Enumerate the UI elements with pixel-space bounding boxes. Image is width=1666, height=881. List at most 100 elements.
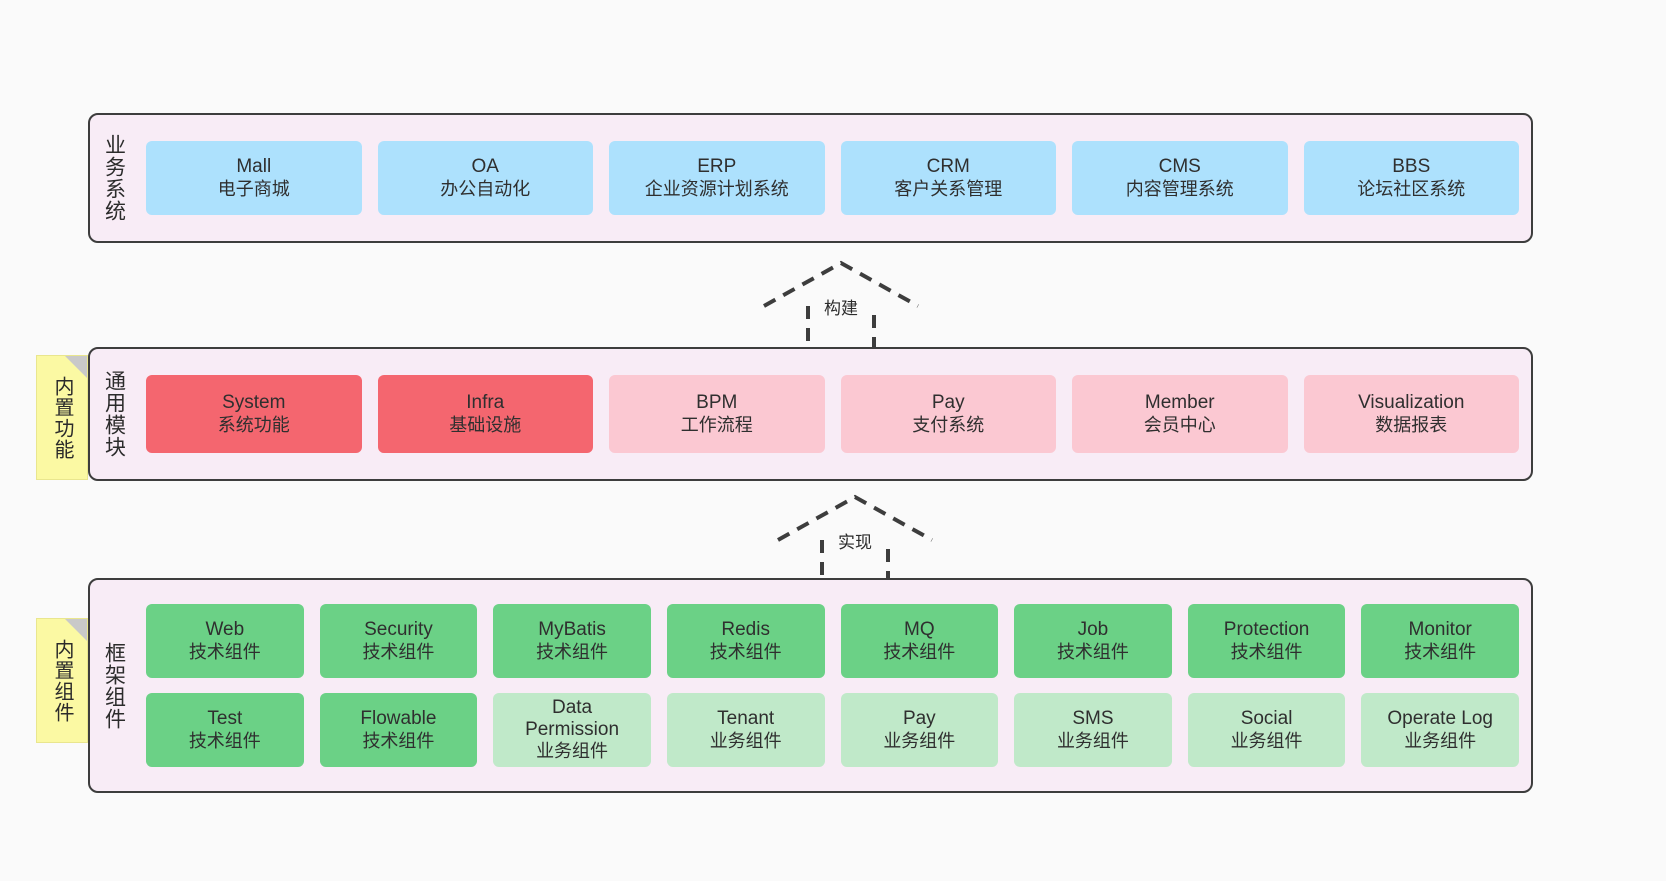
connector-build: 构建 (756, 258, 926, 358)
module-card-system-name: System (222, 392, 286, 414)
component-card-sms-desc: 业务组件 (1056, 730, 1129, 751)
component-card-social-name: Social (1240, 708, 1293, 730)
builtin-function-note-label: 内置功能 (51, 375, 73, 460)
business-card-crm-name: CRM (926, 156, 970, 178)
component-card-redis-name: Redis (721, 619, 770, 641)
module-card-pay-name: Pay (931, 392, 965, 414)
business-card-erp-desc: 企业资源计划系统 (644, 178, 789, 199)
builtin-component-note-label: 内置组件 (51, 638, 73, 723)
component-card-sms-name: SMS (1072, 708, 1114, 730)
component-card-mq-name: MQ (904, 619, 935, 641)
component-card-web-name: Web (205, 619, 245, 641)
module-card-infra-desc: 基础设施 (449, 414, 522, 435)
component-card-job-desc: 技术组件 (1056, 641, 1129, 662)
module-card-visualization-desc: 数据报表 (1375, 414, 1448, 435)
builtin-function-note: 内置功能 (36, 355, 88, 480)
build-arrow-shaft (806, 306, 876, 352)
business-card-bbs-desc: 论坛社区系统 (1357, 178, 1466, 199)
component-card-monitor-name: Monitor (1408, 619, 1472, 641)
business-card-crm-desc: 客户关系管理 (894, 178, 1003, 199)
business-card-erp-name: ERP (697, 156, 737, 178)
component-card-social-desc: 业务组件 (1230, 730, 1303, 751)
module-card-member-desc: 会员中心 (1143, 414, 1216, 435)
module-card-bpm-name: BPM (696, 392, 738, 414)
component-card-mybatis-desc: 技术组件 (536, 641, 609, 662)
component-card-flowable-desc: 技术组件 (362, 730, 435, 751)
component-card-protection-name: Protection (1223, 619, 1310, 641)
business-card-cms-desc: 内容管理系统 (1125, 178, 1234, 199)
component-card-tenant-name: Tenant (717, 708, 775, 730)
component-card-test-desc: 技术组件 (188, 730, 261, 751)
module-card-visualization-name: Visualization (1358, 392, 1465, 414)
component-card-pay-desc: 业务组件 (883, 730, 956, 751)
connector-implement: 实现 (770, 492, 940, 592)
component-card-pay-name: Pay (902, 708, 936, 730)
common-module-layer-title: 通用模块 (102, 370, 126, 458)
module-card-infra-name: Infra (466, 392, 505, 414)
business-card-cms-name: CMS (1158, 156, 1201, 178)
component-card-mybatis-name: MyBatis (538, 619, 606, 641)
module-card-system-desc: 系统功能 (217, 414, 290, 435)
business-card-bbs-name: BBS (1392, 156, 1431, 178)
implement-arrow-head (777, 494, 933, 542)
business-card-mall-name: Mall (236, 156, 272, 178)
framework-component-layer-title: 框架组件 (102, 641, 126, 730)
component-card-flowable-name: Flowable (360, 708, 437, 730)
business-card-oa-name: OA (471, 156, 499, 178)
component-card-test-name: Test (207, 708, 243, 730)
component-card-security-name: Security (364, 619, 433, 641)
module-card-pay-desc: 支付系统 (912, 414, 985, 435)
component-card-mq-desc: 技术组件 (883, 641, 956, 662)
business-card-oa-desc: 办公自动化 (440, 178, 531, 199)
component-card-tenant-desc: 业务组件 (709, 730, 782, 751)
component-card-monitor-desc: 技术组件 (1404, 641, 1477, 662)
business-system-layer-title: 业务系统 (102, 134, 126, 222)
component-card-protection-desc: 技术组件 (1230, 641, 1303, 662)
component-card-operate-log-name: Operate Log (1387, 708, 1493, 730)
component-card-data-permission-name: Data Permission (525, 697, 620, 741)
component-card-web-desc: 技术组件 (188, 641, 261, 662)
module-card-member-name: Member (1144, 392, 1215, 414)
business-card-mall-desc: 电子商城 (217, 178, 290, 199)
build-arrow-head (763, 260, 919, 308)
component-card-security-desc: 技术组件 (362, 641, 435, 662)
component-card-redis-desc: 技术组件 (709, 641, 782, 662)
component-card-data-permission-desc: 业务组件 (536, 740, 609, 761)
